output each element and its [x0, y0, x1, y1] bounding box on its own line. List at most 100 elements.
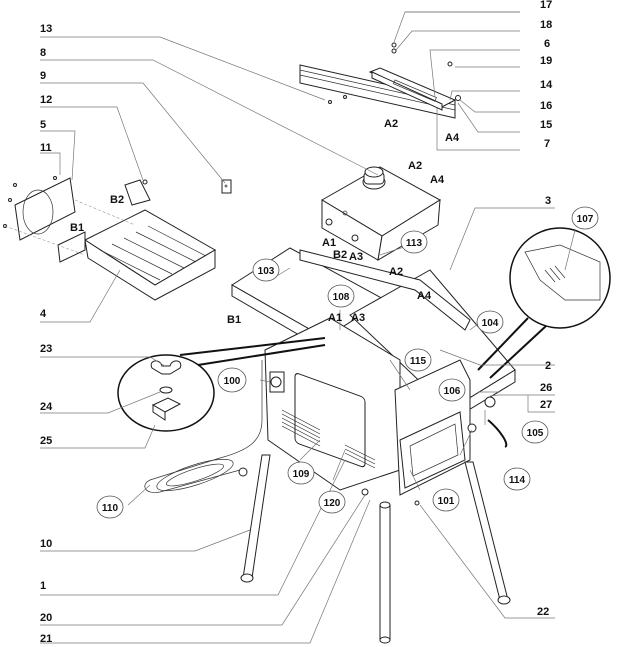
- label-15: 15: [540, 119, 552, 131]
- svg-text:109: 109: [293, 469, 310, 480]
- bubble-105: 105: [521, 420, 549, 444]
- label-4: 4: [40, 308, 47, 320]
- svg-text:113: 113: [406, 238, 423, 249]
- bubble-101: 101: [432, 488, 460, 512]
- bubble-109: 109: [287, 461, 315, 485]
- plug-icon: [238, 467, 248, 477]
- label-10: 10: [40, 538, 52, 550]
- chip-chute-assembly: [3, 176, 216, 301]
- label-18: 18: [540, 19, 552, 31]
- marker-a1-guard: A1: [322, 237, 336, 249]
- svg-text:108: 108: [333, 292, 350, 303]
- bubble-103: 103: [252, 258, 280, 282]
- svg-text:114: 114: [509, 475, 526, 486]
- label-25: 25: [40, 435, 52, 447]
- svg-text:115: 115: [410, 356, 427, 367]
- label-20: 20: [40, 612, 52, 624]
- label-5: 5: [40, 119, 46, 131]
- part-labels: 17 18 6 19 14 16 15 7 13 8 9 12 5 11 4 3…: [40, 0, 553, 645]
- bubble-115: 115: [404, 348, 432, 372]
- marker-b1-chute: B1: [70, 222, 84, 234]
- svg-text:101: 101: [438, 496, 455, 507]
- knob-16-icon: [455, 95, 461, 101]
- label-24: 24: [40, 401, 53, 413]
- svg-text:100: 100: [224, 376, 241, 387]
- svg-text:110: 110: [102, 503, 119, 514]
- fence-assembly: [299, 42, 461, 119]
- bolt-22-icon: [414, 500, 420, 506]
- extraction-hood-5: [14, 177, 76, 241]
- power-cord-110: [144, 360, 263, 493]
- label-26: 26: [540, 382, 552, 394]
- label-6: 6: [544, 38, 550, 50]
- screw-19-icon: [447, 61, 453, 67]
- marker-a2-body: A2: [389, 266, 403, 278]
- label-14: 14: [540, 79, 553, 91]
- marker-a1-body: A1: [328, 312, 342, 324]
- marker-b1-body: B1: [227, 314, 241, 326]
- label-7: 7: [544, 138, 550, 150]
- wing-nut-23: [150, 360, 182, 375]
- bracket-12: [124, 179, 151, 206]
- svg-text:103: 103: [258, 266, 275, 277]
- marker-a2-fence: A2: [384, 118, 398, 130]
- svg-text:107: 107: [577, 214, 594, 225]
- bubble-108: 108: [327, 284, 355, 308]
- label-22: 22: [537, 606, 549, 618]
- bubble-107: 107: [571, 206, 599, 230]
- marker-b2-guard: B2: [333, 249, 347, 261]
- bubble-110: 110: [96, 495, 124, 519]
- crank-knob-105: [484, 396, 496, 408]
- svg-text:106: 106: [444, 386, 461, 397]
- leg-right: [464, 461, 509, 601]
- label-16: 16: [540, 100, 552, 112]
- washer-24: [159, 386, 173, 394]
- bubble-leaders: [127, 229, 576, 506]
- svg-text:120: 120: [324, 498, 341, 509]
- lock-114: [467, 423, 477, 433]
- bubble-113: 113: [400, 230, 428, 254]
- marker-a4-fence: A4: [445, 132, 460, 144]
- vent-grill: [281, 409, 376, 469]
- label-2: 2: [545, 360, 551, 372]
- label-17: 17: [540, 0, 552, 11]
- marker-a2-guard: A2: [408, 160, 422, 172]
- bolt-20-icon: [361, 488, 369, 496]
- label-27: 27: [540, 399, 552, 411]
- machine-body: [231, 247, 516, 496]
- label-8: 8: [40, 47, 46, 59]
- bubble-114: 114: [503, 467, 531, 491]
- label-3: 3: [545, 195, 551, 207]
- label-12: 12: [40, 94, 52, 106]
- stand-legs: [240, 454, 511, 644]
- label-11: 11: [40, 142, 52, 154]
- marker-a4-guard: A4: [430, 174, 445, 186]
- svg-text:104: 104: [482, 318, 499, 329]
- screw-17-icon: [391, 42, 397, 48]
- depth-scale-panel-101: [399, 411, 466, 489]
- leg-front: [379, 504, 391, 641]
- assembly-markers: A2 A4 A2 A4 A1 B2 A3 B2 B1 A2 A4 B1 A1 A…: [70, 118, 460, 326]
- bubble-106: 106: [438, 378, 466, 402]
- marker-a3-guard: A3: [349, 251, 363, 263]
- label-21: 21: [40, 633, 52, 645]
- label-1: 1: [40, 580, 46, 592]
- washer-18-icon: [391, 48, 397, 54]
- label-9: 9: [40, 70, 46, 82]
- marker-a3-body: A3: [351, 312, 365, 324]
- marker-a4-body: A4: [417, 290, 432, 302]
- bubble-120: 120: [318, 490, 346, 514]
- detail-view-wingnut: [117, 337, 326, 432]
- bubble-104: 104: [476, 310, 504, 334]
- marker-b2-chute: B2: [110, 194, 124, 206]
- detail-view-107: [477, 227, 611, 379]
- cutter-guard-8: [321, 166, 441, 261]
- screw-12-icon: [142, 179, 148, 185]
- svg-text:105: 105: [527, 428, 544, 439]
- label-23: 23: [40, 343, 52, 355]
- bubble-100: 100: [217, 367, 247, 393]
- label-13: 13: [40, 23, 52, 35]
- label-19: 19: [540, 55, 552, 67]
- bubble-callouts: 103 113 107 108 104 115 100 106 105 114 …: [96, 206, 599, 519]
